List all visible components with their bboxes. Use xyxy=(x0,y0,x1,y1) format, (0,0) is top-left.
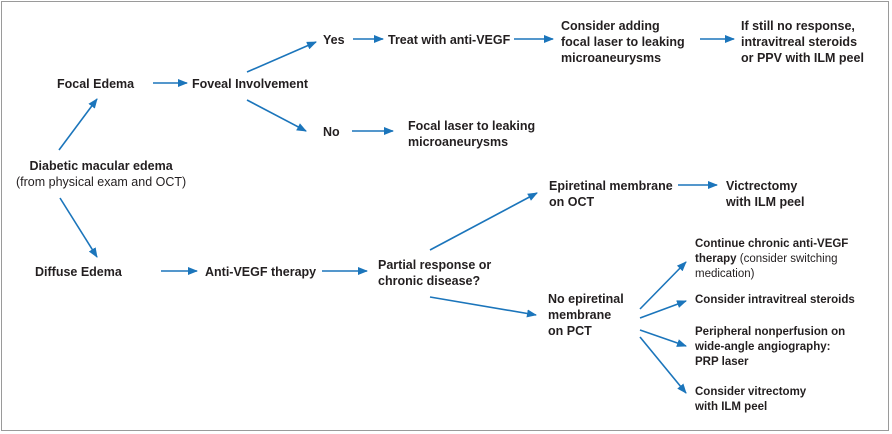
continue-line-1: Continue chronic anti-VEGF xyxy=(695,238,849,250)
node-victrectomy: Victrectomy with ILM peel xyxy=(726,178,804,210)
arrow-no-erm-to-continue xyxy=(639,261,687,310)
node-no-epiretinal-membrane: No epiretinal membrane on PCT xyxy=(548,291,624,339)
node-yes: Yes xyxy=(323,33,345,47)
node-anti-vegf-therapy: Anti-VEGF therapy xyxy=(205,265,317,279)
consider-focal-line-2: focal laser to leaking xyxy=(561,35,685,49)
continue-line-2: therapy (consider switching xyxy=(695,252,848,267)
erm-line-1: Epiretinal membrane xyxy=(549,179,673,193)
node-consider-steroids: Consider intravitreal steroids xyxy=(695,294,855,306)
victrectomy-line-1: Victrectomy xyxy=(726,179,798,193)
arrow-foveal-to-no xyxy=(246,99,307,132)
peripheral-line-1: Peripheral nonperfusion on xyxy=(695,326,846,338)
node-consider-vitrectomy: Consider vitrectomy with ILM peel xyxy=(695,385,806,415)
dme-title: Diabetic macular edema xyxy=(29,159,173,173)
arrow-partial-to-erm xyxy=(429,192,538,251)
node-still-no-response: If still no response, intravitreal stero… xyxy=(741,18,864,66)
arrow-foveal-to-yes xyxy=(246,41,317,73)
arrow-dme-to-diffuse xyxy=(59,197,98,258)
continue-line-2-bold: therapy xyxy=(695,253,737,265)
arrow-dme-to-focal xyxy=(58,98,98,151)
node-consider-focal-laser: Consider adding focal laser to leaking m… xyxy=(561,18,685,66)
victrectomy-line-2: with ILM peel xyxy=(726,195,805,209)
consider-focal-line-1: Consider adding xyxy=(561,19,660,33)
focal-laser-line-1: Focal laser to leaking xyxy=(408,119,536,133)
consider-vit-line-2: with ILM peel xyxy=(695,401,768,413)
node-epiretinal-membrane: Epiretinal membrane on OCT xyxy=(549,178,673,210)
node-foveal-involvement: Foveal Involvement xyxy=(192,77,309,91)
consider-vit-line-1: Consider vitrectomy xyxy=(695,386,807,398)
dme-subtitle: (from physical exam and OCT) xyxy=(16,175,187,189)
arrow-partial-to-no-erm xyxy=(429,296,537,318)
focal-laser-line-2: microaneurysms xyxy=(408,135,509,149)
peripheral-line-3: PRP laser xyxy=(695,356,749,368)
consider-focal-line-3: microaneurysms xyxy=(561,51,662,65)
continue-line-3: medication) xyxy=(695,268,755,280)
continue-line-2-note: (consider switching xyxy=(736,253,838,265)
no-erm-line-2: membrane xyxy=(548,308,612,322)
node-continue-anti-vegf: Continue chronic anti-VEGF therapy (cons… xyxy=(695,237,848,282)
node-peripheral-nonperfusion: Peripheral nonperfusion on wide-angle an… xyxy=(695,325,845,370)
erm-line-2: on OCT xyxy=(549,195,595,209)
node-focal-edema: Focal Edema xyxy=(57,77,135,91)
peripheral-line-2: wide-angle angiography: xyxy=(695,341,831,353)
no-erm-line-3: on PCT xyxy=(548,324,592,338)
node-focal-laser: Focal laser to leaking microaneurysms xyxy=(408,118,535,150)
arrow-no-erm-to-peripheral xyxy=(639,329,687,347)
arrow-no-erm-to-vitrectomy xyxy=(639,336,687,394)
still-line-1: If still no response, xyxy=(741,19,855,33)
no-erm-line-1: No epiretinal xyxy=(548,292,624,306)
node-diffuse-edema: Diffuse Edema xyxy=(35,265,122,279)
partial-line-2: chronic disease? xyxy=(378,274,481,288)
still-line-3: or PPV with ILM peel xyxy=(741,51,864,65)
still-line-2: intravitreal steroids xyxy=(741,35,858,49)
partial-line-1: Partial response or xyxy=(378,258,492,272)
node-partial-response: Partial response or chronic disease? xyxy=(378,257,491,289)
node-diabetic-macular-edema: Diabetic macular edema (from physical ex… xyxy=(16,158,186,190)
arrow-no-erm-to-steroids xyxy=(639,300,687,319)
node-treat-anti-vegf: Treat with anti-VEGF xyxy=(388,33,511,47)
node-no: No xyxy=(323,125,340,139)
